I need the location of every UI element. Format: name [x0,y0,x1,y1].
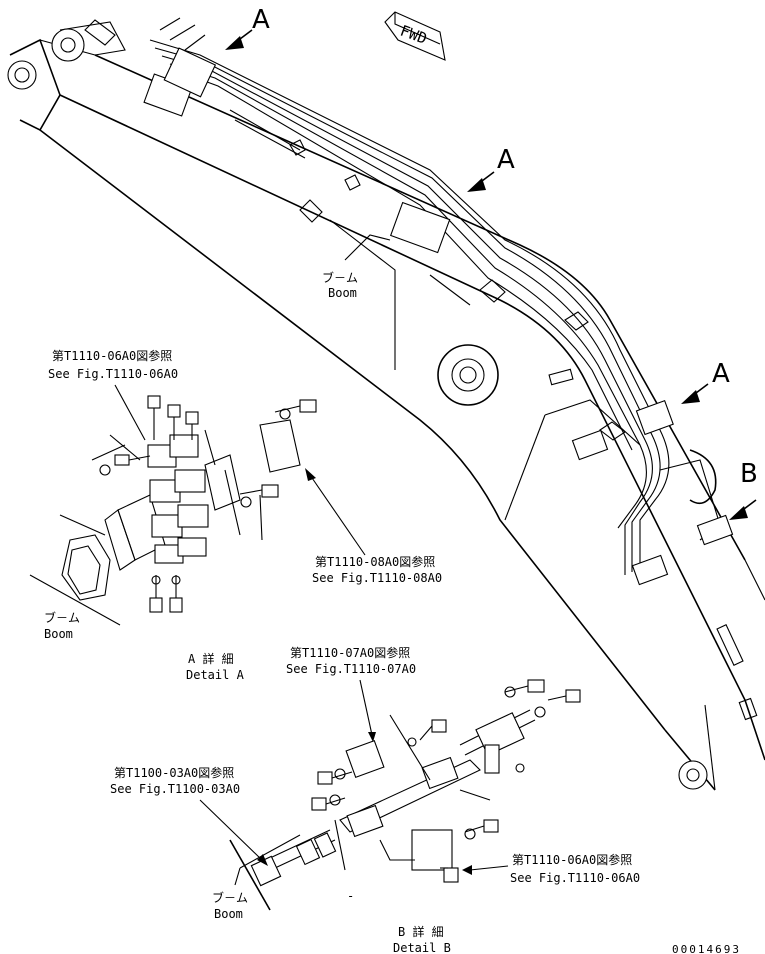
fwd-direction-badge: FWD [384,11,446,61]
boom-label-en-b: Boom [214,907,243,921]
view-arrows: A A A B [225,5,758,520]
ref-4-leader [199,799,263,861]
ref-2-en: See Fig.T1110-08A0 [312,571,442,585]
boom-structure [7,19,765,791]
detail-b-title-jp: B 詳 細 [398,924,444,939]
detail-b-title-en: Detail B [393,941,451,954]
ref-3-leader [359,679,373,736]
detail-a-title-jp: A 詳 細 [188,651,234,666]
dash-mark: - [347,889,354,903]
ref-4-en: See Fig.T1100-03A0 [110,782,240,796]
ref-1-jp: 第T1110-06A0図参照 [52,348,172,363]
detail-b-drawing [229,679,581,911]
boom-label-jp-a: ブ－ム [44,610,80,625]
ref-2-leader [309,474,366,556]
ref-3-en: See Fig.T1110-07A0 [286,662,416,676]
ref-4-jp: 第T1100-03A0図参照 [114,765,234,780]
ref-5-en: See Fig.T1110-06A0 [510,871,640,885]
ref-5-leader [469,865,509,871]
ref-5-jp: 第T1110-06A0図参照 [512,852,632,867]
view-a-label-2: A [497,145,515,175]
drawing-number: 00014693 [672,943,741,954]
boom-label-en-main: Boom [328,286,357,300]
ref-3-jp: 第T1110-07A0図参照 [290,645,410,660]
boom-label-en-a: Boom [44,627,73,641]
detail-a-drawing [29,395,317,626]
boom-label-jp-main: ブ－ム [322,270,358,285]
hydraulic-piping [143,17,734,586]
boom-label-jp-b: ブ－ム [212,890,248,905]
ref-2-jp: 第T1110-08A0図参照 [315,554,435,569]
ref-1-leader [114,384,146,441]
view-a-label-3: A [712,359,730,389]
view-a-label-1: A [252,5,270,35]
detail-a-title-en: Detail A [186,668,245,682]
view-b-label: B [740,459,758,489]
ref-1-en: See Fig.T1110-06A0 [48,367,178,381]
